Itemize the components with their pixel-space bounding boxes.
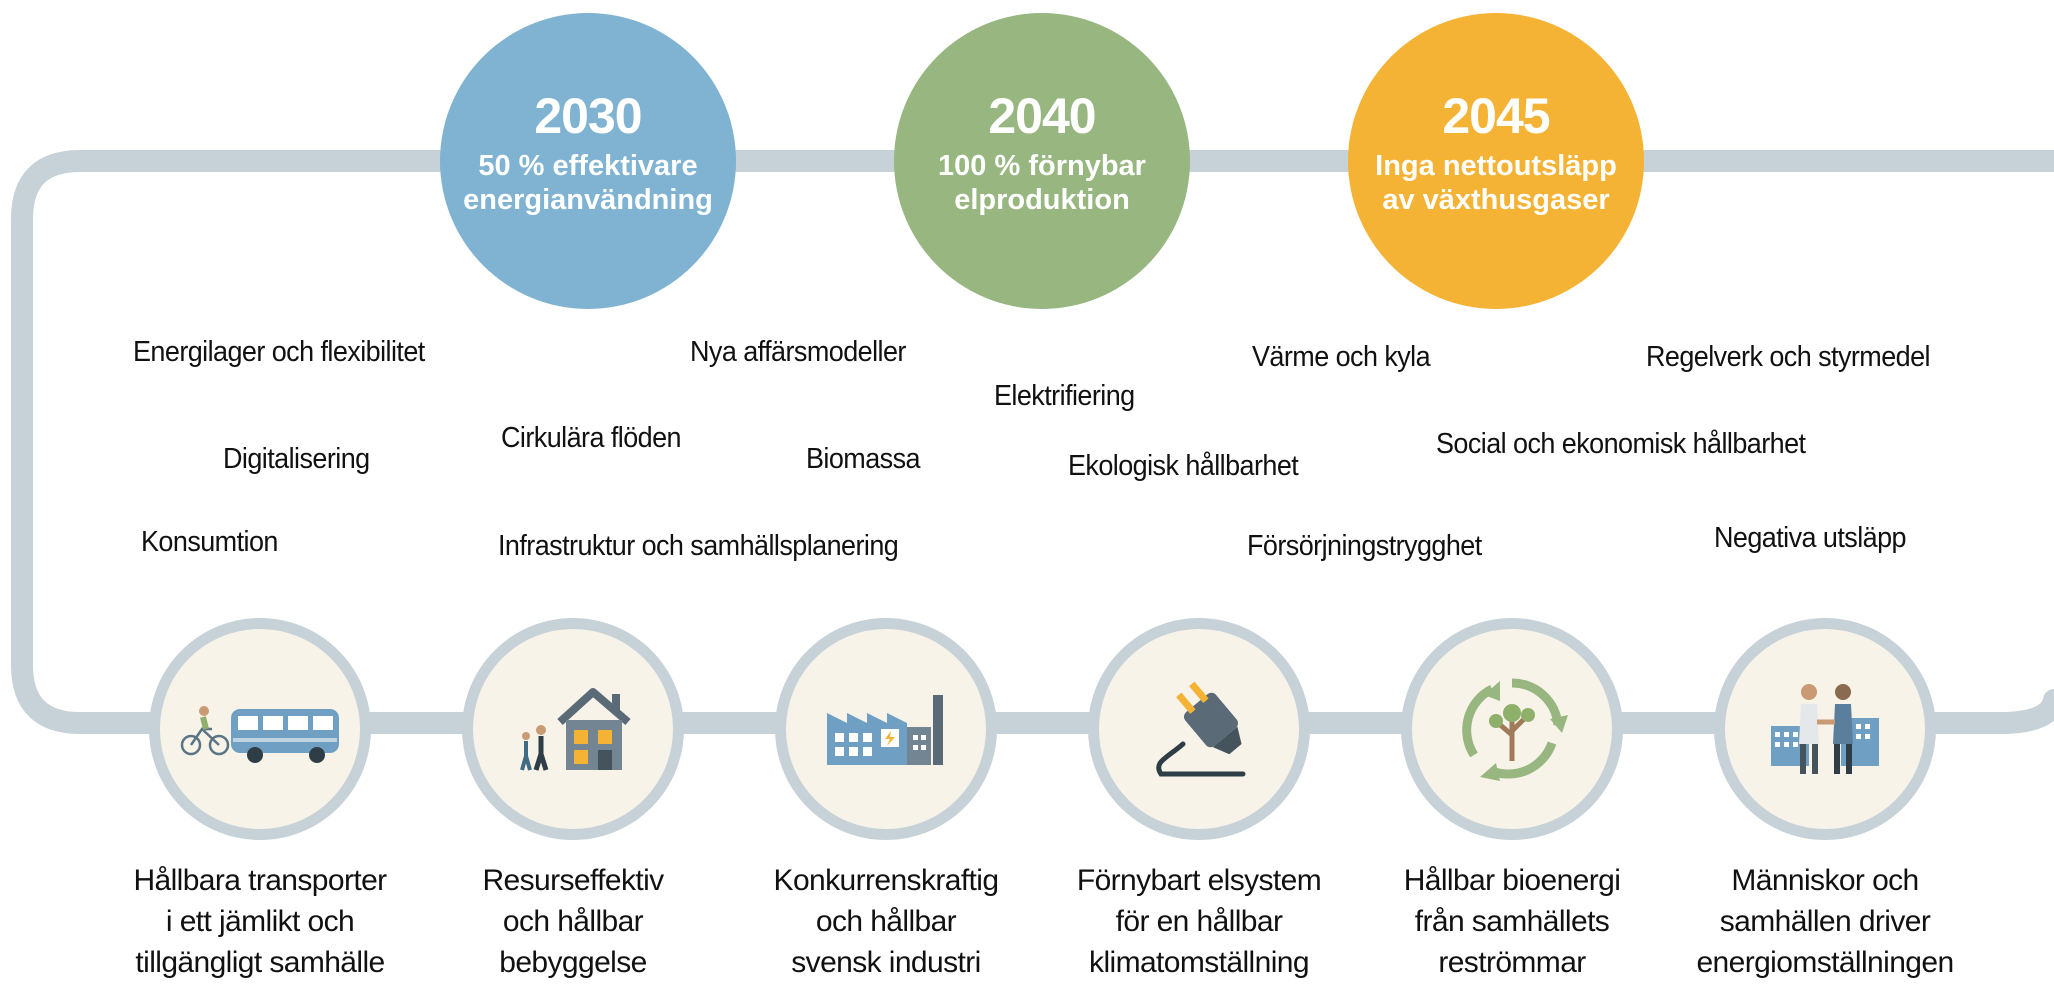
topic-label: Ekologisk hållbarhet [1068, 450, 1299, 482]
node-transport [149, 618, 371, 840]
factory-icon [827, 695, 943, 765]
goal-year: 2030 [534, 88, 642, 145]
topic-label: Energilager och flexibilitet [133, 336, 425, 368]
topic-label: Cirkulära flöden [501, 422, 682, 454]
node-caption: Hållbar bioenergi från samhällets reströ… [1403, 864, 1621, 979]
topic-label: Elektrifiering [994, 380, 1135, 412]
goal-year: 2045 [1442, 88, 1550, 145]
topic-label: Konsumtion [141, 526, 278, 558]
node-electricity [1088, 618, 1310, 840]
topic-label: Nya affärsmodeller [690, 336, 906, 368]
node-industry [775, 618, 997, 840]
goal-2040: 2040 100 % förnybar elproduktion [894, 13, 1190, 309]
topic-label: Försörjningstrygghet [1247, 530, 1482, 562]
goal-text: 50 % effektivare energianvändning [463, 150, 713, 216]
node-society [1714, 618, 1936, 840]
node-caption: Resurseffektiv och hållbar bebyggelse [482, 864, 664, 979]
goal-text: Inga nettoutsläpp av växthusgaser [1375, 150, 1617, 216]
electric-plug-icon [1156, 681, 1246, 777]
node-caption: Hållbara transporter i ett jämlikt och t… [133, 864, 387, 979]
goal-2030: 2030 50 % effektivare energianvändning [440, 13, 736, 309]
goal-year: 2040 [988, 88, 1096, 145]
people-handshake-icon [1771, 684, 1879, 774]
topic-label: Biomassa [806, 443, 921, 475]
topic-label: Negativa utsläpp [1714, 522, 1907, 554]
topic-label: Infrastruktur och samhällsplanering [498, 530, 899, 562]
tree-recycle-icon [1462, 678, 1568, 781]
house-and-family-icon [520, 688, 631, 771]
node-bioenergy [1401, 618, 1623, 840]
topic-label: Social och ekonomisk hållbarhet [1436, 428, 1806, 460]
topic-label: Digitalisering [223, 443, 370, 475]
node-housing [462, 618, 684, 840]
topic-label: Värme och kyla [1252, 341, 1431, 373]
topic-label: Regelverk och styrmedel [1646, 341, 1931, 373]
goal-text: 100 % förnybar elproduktion [938, 150, 1146, 216]
node-caption: Människor och samhällen driver energioms… [1696, 864, 1954, 979]
node-caption: Förnybart elsystem för en hållbar klimat… [1076, 864, 1322, 979]
bus-and-cyclist-icon [180, 706, 339, 763]
goal-2045: 2045 Inga nettoutsläpp av växthusgaser [1348, 13, 1644, 309]
node-caption: Konkurrenskraftig och hållbar svensk ind… [773, 864, 1000, 979]
